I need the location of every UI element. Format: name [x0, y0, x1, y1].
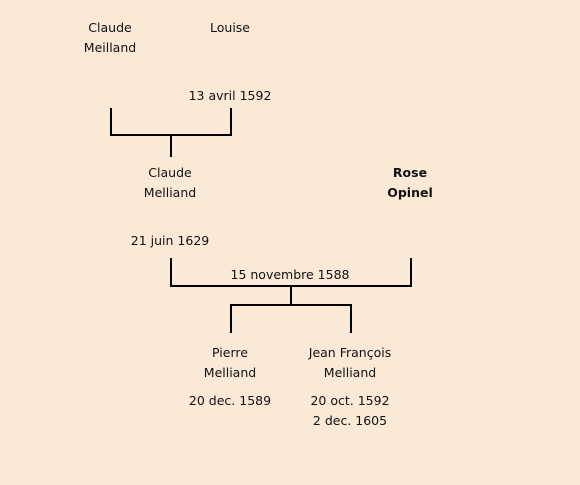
- child-birth-date: 20 oct. 1592: [310, 393, 390, 408]
- grandfather-label: Claude Meilland: [84, 18, 136, 58]
- child-last-name: Melliand: [323, 365, 377, 380]
- child-last-name: Melliand: [203, 365, 257, 380]
- grandparents-marriage-date: 13 avril 1592: [188, 88, 272, 103]
- mother-first-name: Rose: [392, 165, 428, 180]
- grandmother-first-name: Louise: [210, 20, 250, 35]
- child-first-name: Pierre: [212, 345, 248, 360]
- grandmother-label: Louise: [210, 18, 250, 38]
- father-label: Claude Melliand: [144, 163, 196, 203]
- child-death-date: 2 dec. 1605: [312, 413, 388, 428]
- mother-last-name: Opinel: [387, 185, 433, 200]
- father-death-date: 21 juin 1629: [130, 233, 210, 248]
- grandfather-first-name: Claude: [88, 20, 132, 35]
- mother-label: Rose Opinel: [387, 163, 433, 203]
- child-jean-francois-dates: 20 oct. 1592 2 dec. 1605: [310, 391, 389, 431]
- grandparents-connector: [110, 108, 232, 157]
- children-connector: [230, 304, 352, 333]
- father-last-name: Melliand: [143, 185, 197, 200]
- child-pierre-birth-date: 20 dec. 1589: [188, 393, 272, 408]
- grandfather-last-name: Meilland: [83, 40, 137, 55]
- child-first-name: Jean François: [308, 345, 392, 360]
- child-pierre-label: Pierre Melliand: [204, 343, 256, 383]
- father-first-name: Claude: [148, 165, 192, 180]
- child-jean-francois-label: Jean François Melliand: [309, 343, 391, 383]
- parents-connector: [170, 258, 412, 305]
- parents-marriage-date: 15 novembre 1588: [230, 267, 350, 282]
